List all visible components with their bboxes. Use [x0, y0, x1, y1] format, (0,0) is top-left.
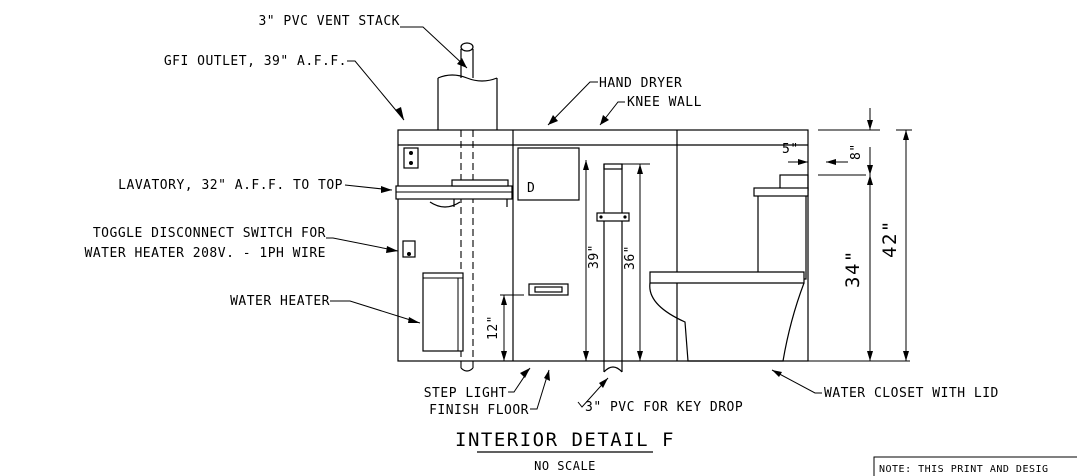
leader-hand-dryer [547, 81, 598, 126]
leader-vent-stack [400, 26, 468, 69]
key-drop-pipe [596, 163, 630, 373]
label-hand-dryer: HAND DRYER [599, 76, 682, 91]
wall-outline [397, 129, 809, 362]
label-pvc-key-drop: 3" PVC FOR KEY DROP [585, 400, 743, 415]
label-knee-wall: KNEE WALL [627, 95, 702, 110]
leader-lines [326, 26, 822, 410]
lavatory-icon [395, 179, 513, 208]
dim-5-label: 5" [782, 142, 799, 157]
leader-water-heater [330, 300, 421, 324]
dryer-symbol: D [527, 181, 535, 196]
label-vent-stack: 3" PVC VENT STACK [258, 14, 400, 29]
dim-34-label: 34" [842, 249, 864, 288]
leader-water-closet [771, 369, 822, 394]
drawing-scale: NO SCALE [534, 459, 596, 473]
leader-gfi [347, 60, 405, 121]
step-light-icon [528, 283, 569, 296]
leader-knee-wall [599, 101, 625, 126]
label-gfi-outlet: GFI OUTLET, 39" A.F.F. [164, 54, 347, 69]
dim-36-label: 36" [623, 245, 638, 270]
wall-elevation [397, 129, 809, 362]
label-water-closet: WATER CLOSET WITH LID [824, 386, 999, 401]
leader-key-drop [577, 377, 609, 408]
note-box [873, 456, 1077, 476]
leader-toggle [326, 237, 399, 252]
label-step-light: STEP LIGHT [424, 386, 507, 401]
dim-39-label: 39" [587, 244, 602, 269]
label-toggle-line2: WATER HEATER 208V. - 1PH WIRE [85, 246, 326, 261]
leader-finish-floor [530, 369, 550, 410]
gfi-outlet-icon [403, 147, 419, 169]
label-toggle-line1: TOGGLE DISCONNECT SWITCH FOR [93, 226, 326, 241]
water-heater-icon [422, 272, 464, 352]
note-text: NOTE: THIS PRINT AND DESIG [879, 464, 1049, 475]
dim-42-label: 42" [879, 219, 901, 258]
drawing-title: INTERIOR DETAIL F [455, 429, 675, 451]
hand-dryer-icon: D [517, 147, 580, 201]
vent-pipe-top [460, 42, 474, 52]
toggle-switch-icon [402, 240, 416, 258]
label-finish-floor: FINISH FLOOR [429, 403, 529, 418]
dim-8-label: 8" [849, 143, 864, 160]
arrowheads [381, 58, 782, 388]
water-closet-icon [649, 174, 809, 362]
label-water-heater: WATER HEATER [230, 294, 330, 309]
dimension-lines [500, 108, 912, 362]
label-lavatory: LAVATORY, 32" A.F.F. TO TOP [118, 178, 343, 193]
dim-12-label: 12" [486, 315, 501, 340]
